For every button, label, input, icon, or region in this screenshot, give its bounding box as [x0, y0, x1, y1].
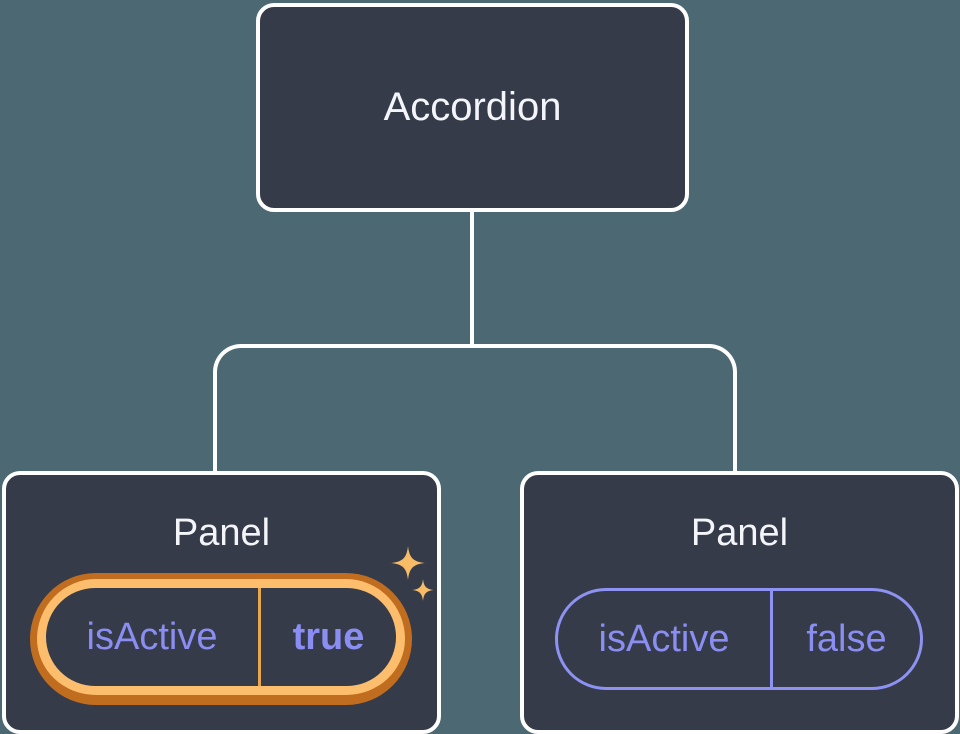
prop-pill-inactive: isActive false: [555, 588, 923, 690]
accordion-node-label: Accordion: [383, 85, 562, 129]
panel-node-active-label: Panel: [172, 512, 271, 554]
prop-name: isActive: [598, 617, 730, 660]
connector-branch: [213, 344, 737, 474]
connector-stem: [470, 210, 474, 346]
prop-pill-highlight-ring: isActive true: [30, 573, 412, 705]
prop-name: isActive: [86, 615, 218, 658]
sparkles-icon: [391, 546, 434, 601]
prop-pill-active: isActive true: [46, 588, 396, 686]
panel-node-inactive-label: Panel: [690, 512, 789, 554]
prop-value: false: [770, 591, 920, 687]
accordion-node: Accordion: [256, 3, 689, 212]
prop-value: true: [258, 588, 396, 686]
